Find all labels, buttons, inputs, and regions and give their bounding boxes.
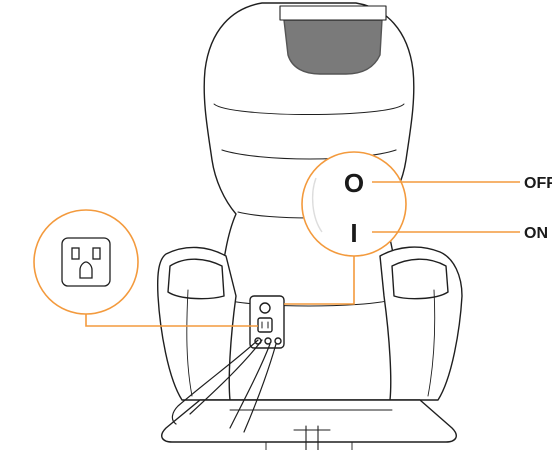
right-armrest xyxy=(379,246,463,401)
left-armrest xyxy=(157,246,237,401)
on-symbol: I xyxy=(350,218,357,248)
headrest xyxy=(283,19,383,75)
off-symbol: O xyxy=(344,168,364,198)
wall-outlet-icon xyxy=(61,237,111,287)
off-label: OFF xyxy=(524,175,552,192)
switch-leader-line xyxy=(284,256,355,305)
chair-base xyxy=(161,399,457,450)
power-panel xyxy=(249,295,285,349)
outlet-leader-line xyxy=(85,314,258,327)
power-cables xyxy=(171,339,277,433)
on-label: ON xyxy=(524,225,548,242)
